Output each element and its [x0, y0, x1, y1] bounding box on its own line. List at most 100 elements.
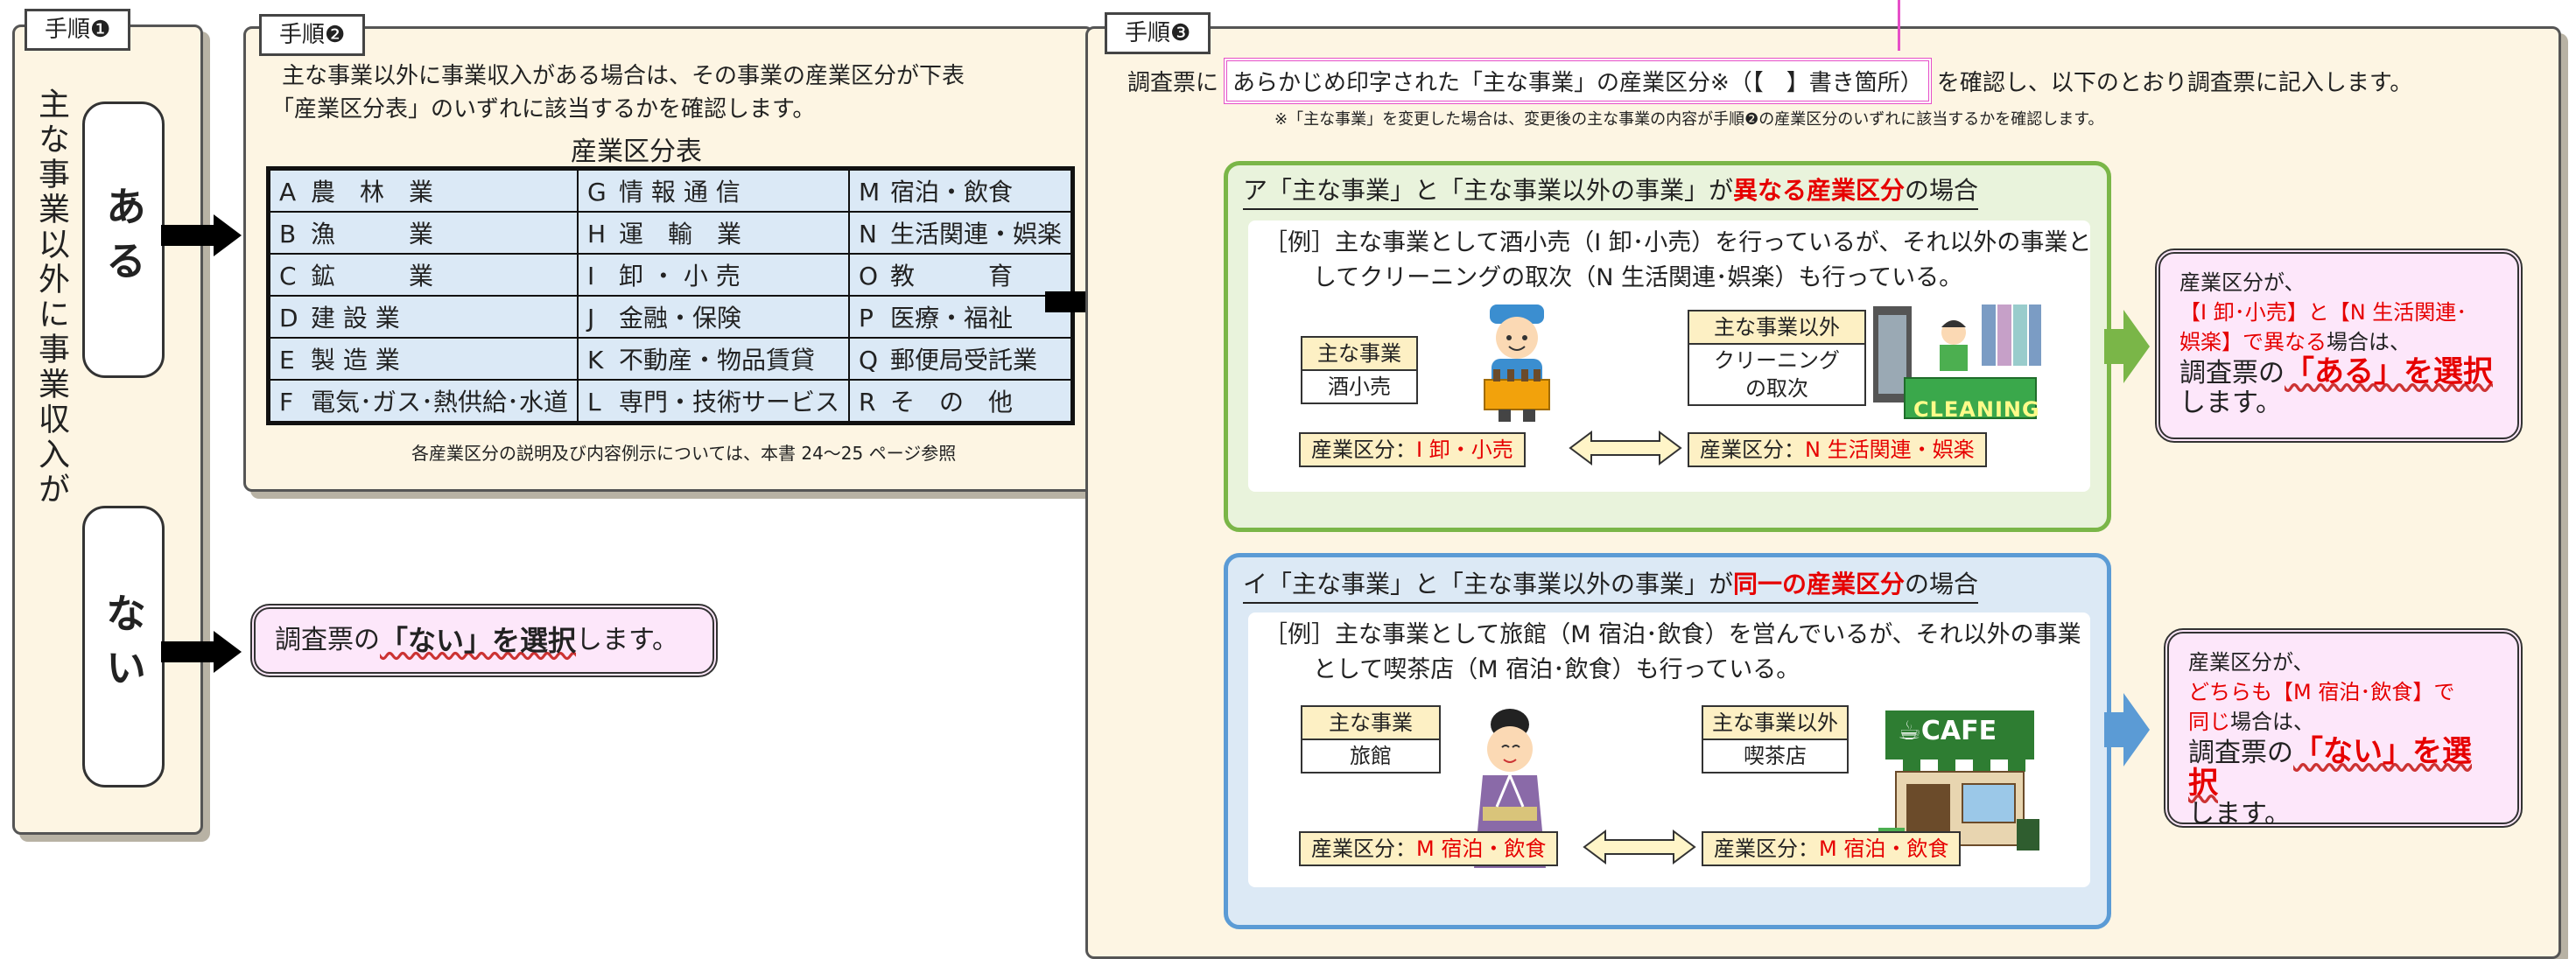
industry-name: 情 報 通 信: [619, 178, 741, 206]
industry-name: 専門・技術サービス: [619, 388, 840, 416]
industry-cell: N 生活関連・娯楽: [848, 211, 1074, 255]
case-a-result-red1: 【I 卸･小売】と【N 生活関連･: [2179, 300, 2467, 325]
step3-tab: 手順❸: [1105, 12, 1211, 54]
case-b-result-line1: 産業区分が、: [2188, 650, 2314, 675]
industry-name: 農 林 業: [311, 178, 434, 206]
industry-table-note: 各産業区分の説明及び内容例示については、本書 24～25 ページ参照: [411, 443, 957, 464]
case-b-main-business: 主な事業 旅館: [1301, 705, 1441, 774]
case-b-category-right: 産業区分：M 宿泊・飲食: [1702, 831, 1962, 866]
industry-name: 医療・福祉: [890, 304, 1014, 332]
step3-note: ※「主な事業」を変更した場合は、変更後の主な事業の内容が手順❷の産業区分のいずれ…: [1274, 110, 2104, 129]
step2-intro-1: 主な事業以外に事業収入がある場合は、その事業の産業区分が下表: [282, 63, 965, 89]
industry-code: M: [859, 178, 881, 206]
no-result-emph: 「ない」を選択: [380, 624, 577, 657]
case-b-example-1: ［例］主な事業として旅館（M 宿泊･飲食）を営んでいるが、それ以外の事業: [1264, 621, 2081, 648]
case-b-other-business: 主な事業以外 喫茶店: [1702, 705, 1849, 774]
case-a-main-head: 主な事業: [1302, 338, 1416, 371]
highlight-pointer-line: [1898, 0, 1900, 51]
case-a-result-post: します。: [2179, 388, 2282, 418]
case-a-result-main: 調査票の「ある」を選択: [2179, 354, 2493, 389]
case-a-other-val: クリーニングの取次: [1689, 345, 1864, 404]
industry-code: P: [859, 304, 874, 332]
industry-name: 建 設 業: [311, 304, 400, 332]
case-a-result-box: 産業区分が、 【I 卸･小売】と【N 生活関連･ 娯楽】で異なる場合は、 調査票…: [2155, 248, 2523, 443]
step3-intro: 調査票に あらかじめ印字された「主な事業」の産業区分※（【 】書き箇所） を確認…: [1127, 58, 2412, 104]
case-a-example-2: してクリーニングの取次（N 生活関連･娯楽）も行っている。: [1313, 264, 1963, 291]
case-b-example-2: として喫茶店（M 宿泊･飲食）も行っている。: [1313, 656, 1800, 683]
case-a-title: ア「主な事業」と「主な事業以外の事業」が異なる産業区分の場合: [1243, 172, 1979, 210]
case-b-result-red2: 同じ: [2188, 710, 2230, 734]
case-b-main-head: 主な事業: [1302, 707, 1439, 740]
case-b-title-emph: 同一の産業区分: [1733, 570, 1906, 598]
case-b-category-left-val: M 宿泊・飲食: [1416, 836, 1547, 861]
case-b-result-post: します。: [2188, 799, 2291, 830]
industry-code: N: [859, 220, 877, 248]
no-result-pre: 調査票の: [275, 625, 380, 655]
case-b-other-head: 主な事業以外: [1703, 707, 1847, 740]
industry-cell: Q 郵便局受託業: [848, 337, 1074, 381]
industry-name: 郵便局受託業: [890, 346, 1038, 374]
case-b-category-left: 産業区分：M 宿泊・飲食: [1299, 831, 1559, 866]
case-b-main-val: 旅館: [1302, 740, 1439, 772]
no-result-box: 調査票の「ない」を選択します。: [250, 604, 718, 677]
industry-code: B: [279, 220, 297, 248]
case-a-title-emph: 異なる産業区分: [1733, 176, 1906, 205]
case-b-result-emph: 「ない」を選択: [2188, 734, 2472, 801]
case-a-category-right: 産業区分：N 生活関連・娯楽: [1688, 432, 1987, 467]
yes-pill: ある: [82, 102, 165, 378]
case-a-result-arrow: [2104, 310, 2150, 383]
industry-name: 宿泊・飲食: [890, 178, 1014, 206]
industry-table-row: F 電気･ガス･熱供給･水道 L 専門・技術サービス R そ の 他: [267, 379, 1074, 424]
yes-arrow-shaft: [161, 225, 214, 246]
industry-cell: P 医療・福祉: [848, 295, 1074, 339]
industry-table-row: A 農 林 業 G 情 報 通 信 M 宿泊・飲食: [267, 167, 1074, 213]
industry-code: A: [279, 178, 297, 206]
cafe-sign: ☕CAFE: [1898, 716, 1997, 746]
case-a-category-left-val: I 卸・小売: [1416, 438, 1513, 462]
no-arrow-shaft: [161, 641, 214, 662]
industry-name: 卸 ・ 小 売: [619, 262, 741, 290]
case-a-category-right-val: N 生活関連・娯楽: [1805, 438, 1975, 462]
industry-code: G: [587, 178, 607, 206]
case-a-main-val: 酒小売: [1302, 371, 1416, 402]
case-b-result-red1: どちらも【M 宿泊･飲食】で: [2188, 680, 2455, 704]
case-b-category-right-val: M 宿泊・飲食: [1819, 836, 1949, 861]
industry-code: F: [279, 388, 294, 416]
industry-name: 電気･ガス･熱供給･水道: [311, 388, 569, 416]
step1-question: 主な事業以外に事業収入が: [33, 88, 69, 508]
step3-intro-pre: 調査票に: [1127, 70, 1219, 96]
industry-code: C: [279, 262, 297, 290]
industry-name: そ の 他: [890, 388, 1014, 416]
industry-name: 教 育: [890, 262, 1014, 290]
case-a-result-line1: 産業区分が、: [2179, 270, 2306, 295]
no-result-post: します。: [576, 625, 679, 655]
industry-code: E: [279, 346, 295, 374]
industry-code: H: [587, 220, 607, 248]
industry-code: L: [587, 388, 601, 416]
industry-code: Q: [859, 346, 879, 374]
case-a-category-left: 産業区分：I 卸・小売: [1299, 432, 1526, 467]
case-a-result-emph: 「ある」を選択: [2285, 354, 2493, 389]
case-b-result-arrow: [2104, 693, 2150, 766]
industry-name: 製 造 業: [311, 346, 400, 374]
case-a-double-arrow: [1569, 429, 1682, 467]
industry-code: R: [859, 388, 876, 416]
industry-table-title: 産業区分表: [571, 136, 702, 167]
industry-cell: L 専門・技術サービス: [577, 379, 851, 424]
industry-name: 運 輸 業: [619, 220, 742, 248]
step3-intro-post: を確認し、以下のとおり調査票に記入します。: [1936, 70, 2413, 96]
industry-name: 生活関連・娯楽: [890, 220, 1063, 248]
industry-cell: F 電気･ガス･熱供給･水道: [267, 379, 579, 424]
